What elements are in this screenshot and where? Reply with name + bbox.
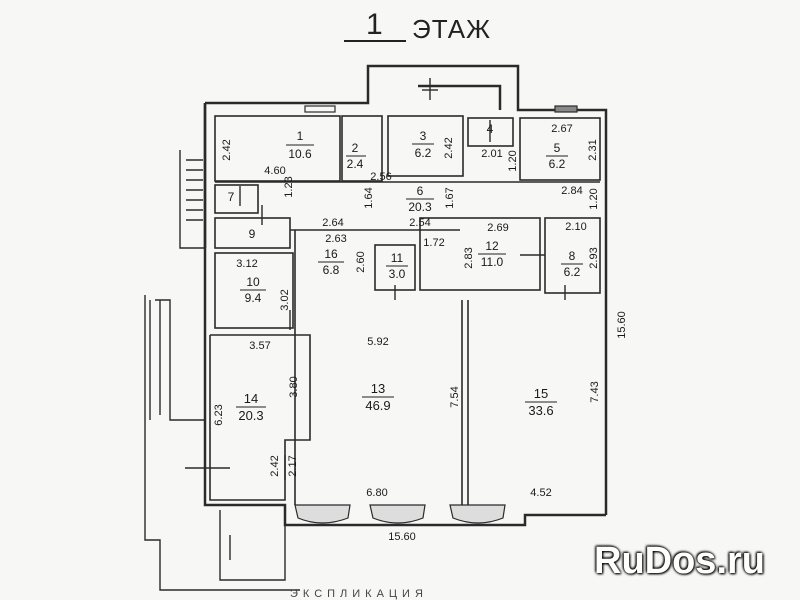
dimension-label: 3.12 (236, 258, 257, 270)
dimension-label: 4.60 (264, 165, 285, 177)
room-14-number: 14 (244, 391, 258, 406)
room-9-number: 9 (249, 227, 256, 241)
room-1-area: 10.6 (288, 147, 312, 161)
window-top (304, 105, 336, 113)
window-top (554, 105, 578, 113)
dimension-label: 2.17 (287, 455, 299, 476)
room-2-number: 2 (352, 141, 359, 155)
floor-title: ЭТАЖ (412, 14, 492, 44)
room-12-number: 12 (485, 239, 499, 253)
room-11-number: 11 (391, 251, 404, 265)
dimension-label: 2.69 (487, 222, 508, 234)
annex-outline (155, 299, 205, 421)
room-12-wall (419, 217, 541, 291)
dimension-label: 7.43 (589, 381, 601, 402)
window-1 (294, 504, 351, 524)
dimension-label: 1.20 (588, 188, 600, 209)
room-9-wall (214, 217, 291, 249)
dimension-label: 2.84 (561, 185, 582, 197)
room-16-area: 6.8 (323, 263, 340, 277)
left-stair (144, 150, 300, 591)
room-14-area: 20.3 (238, 408, 263, 423)
outer-walls (203, 64, 608, 527)
watermark-logo: RuDos.ru (594, 540, 765, 582)
entry-ramp (219, 510, 286, 581)
dimension-labels: 2.42 4.60 2.67 2.31 2.42 2.01 1.20 2.56 … (213, 123, 628, 543)
explication-heading: ЭКСПЛИКАЦИЯ (290, 588, 428, 600)
dimension-label: 1.23 (283, 176, 295, 197)
dimension-label: 1.64 (363, 187, 375, 208)
dimension-label: 2.64 (322, 217, 343, 229)
room-6-number: 6 (417, 184, 424, 198)
entrance-wall (418, 84, 502, 110)
floor-number-underline (344, 40, 406, 42)
dimension-label: 2.56 (370, 171, 391, 183)
dimension-label: 2.31 (587, 139, 599, 160)
dimension-label: 1.72 (423, 237, 444, 249)
dimension-label: 2.63 (325, 233, 346, 245)
room-14-wall (209, 334, 311, 501)
dimension-label: 6.23 (213, 404, 225, 425)
room-3-area: 6.2 (415, 146, 432, 160)
dimension-label: 5.92 (367, 336, 388, 348)
dimension-label: 1.67 (444, 187, 456, 208)
room-3-wall (387, 115, 464, 177)
window-2 (369, 504, 426, 524)
dimension-label: 15.60 (616, 311, 628, 339)
room-15-area: 33.6 (528, 403, 553, 418)
room-6-area: 20.3 (408, 200, 432, 214)
room-3-number: 3 (420, 129, 427, 143)
dimension-label: 1.20 (507, 150, 519, 171)
room-10-number: 10 (246, 275, 260, 289)
room-15-number: 15 (534, 386, 548, 401)
dimension-label: 3.80 (288, 376, 300, 397)
room-1-number: 1 (297, 129, 304, 143)
dimension-label: 2.93 (588, 247, 600, 268)
window-3 (449, 504, 506, 524)
room-10-wall (214, 252, 294, 329)
dimension-label: 3.02 (279, 289, 291, 310)
dimension-label: 2.83 (463, 247, 475, 268)
dimension-label: 4.52 (530, 487, 551, 499)
room-11-area: 3.0 (389, 267, 406, 281)
room-2-wall (341, 115, 383, 182)
room-7-number: 7 (228, 190, 235, 204)
dimension-label: 15.60 (388, 531, 416, 543)
room-12-area: 11.0 (481, 255, 504, 269)
room-16-number: 16 (324, 247, 338, 261)
dimension-label: 2.42 (221, 139, 233, 160)
dimension-label: 2.42 (269, 455, 281, 476)
room-8-number: 8 (569, 249, 576, 263)
room-4-number: 4 (487, 122, 494, 136)
room-5-area: 6.2 (549, 157, 566, 171)
outer-wall (205, 64, 608, 515)
room-10-area: 9.4 (245, 291, 262, 305)
room-13-area: 46.9 (365, 398, 390, 413)
annex-outline (144, 295, 300, 591)
dimension-label: 7.54 (449, 386, 461, 407)
dimension-label: 2.10 (565, 221, 586, 233)
door-marks (185, 78, 566, 560)
room-7-wall (214, 184, 259, 214)
room-5-number: 5 (554, 141, 561, 155)
windows (294, 105, 578, 524)
room-1-wall (214, 115, 341, 182)
dimension-label: 2.54 (409, 217, 430, 229)
floor-number: 1 (366, 8, 383, 41)
stair-outline (179, 150, 205, 249)
dimension-label: 2.67 (551, 123, 572, 135)
dimension-label: 2.42 (443, 137, 455, 158)
room-5-wall (519, 117, 601, 181)
room-13-number: 13 (371, 381, 385, 396)
room-4-wall (467, 117, 514, 147)
room-8-area: 6.2 (564, 265, 581, 279)
dimension-label: 2.60 (355, 251, 367, 272)
dimension-label: 3.57 (249, 340, 270, 352)
dimension-label: 6.80 (366, 487, 387, 499)
room-labels: 1 10.6 2 2.4 3 6.2 4 5 6.2 6 20.3 7 9 16… (228, 122, 583, 423)
room-2-area: 2.4 (347, 157, 364, 171)
dimension-label: 2.01 (481, 148, 502, 160)
